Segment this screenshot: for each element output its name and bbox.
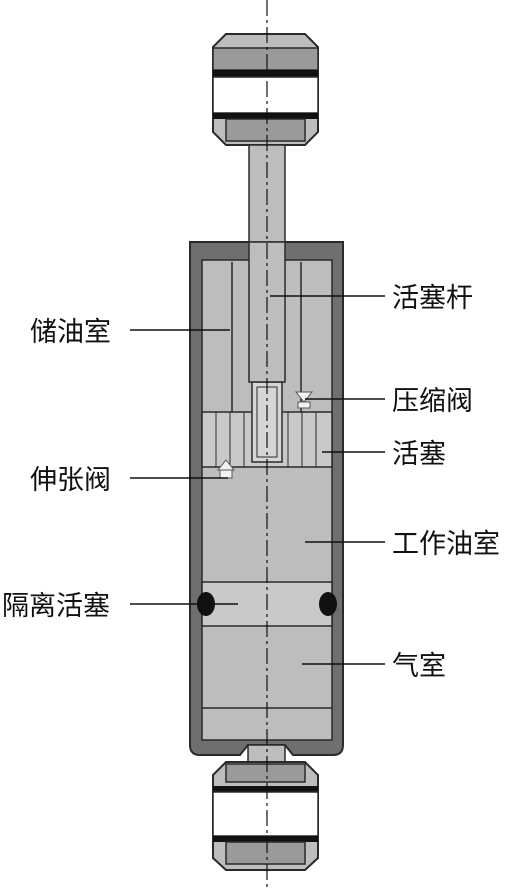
label-piston: 活塞 [392,439,446,470]
top-mount [212,33,319,146]
label-working-chamber: 工作油室 [392,529,500,560]
leader-lines [130,295,385,665]
floating-piston-seal-right [319,592,337,616]
label-piston-rod: 活塞杆 [392,283,473,314]
label-floating-piston: 隔离活塞 [2,591,110,622]
rebound-valve-icon [216,459,236,479]
bottom-mount [212,744,319,871]
compression-valve-icon [294,391,314,409]
label-gas-chamber: 气室 [392,651,446,682]
label-oil-reservoir: 储油室 [30,317,111,348]
label-compression-valve: 压缩阀 [392,386,473,417]
label-rebound-valve: 伸张阀 [30,465,111,496]
